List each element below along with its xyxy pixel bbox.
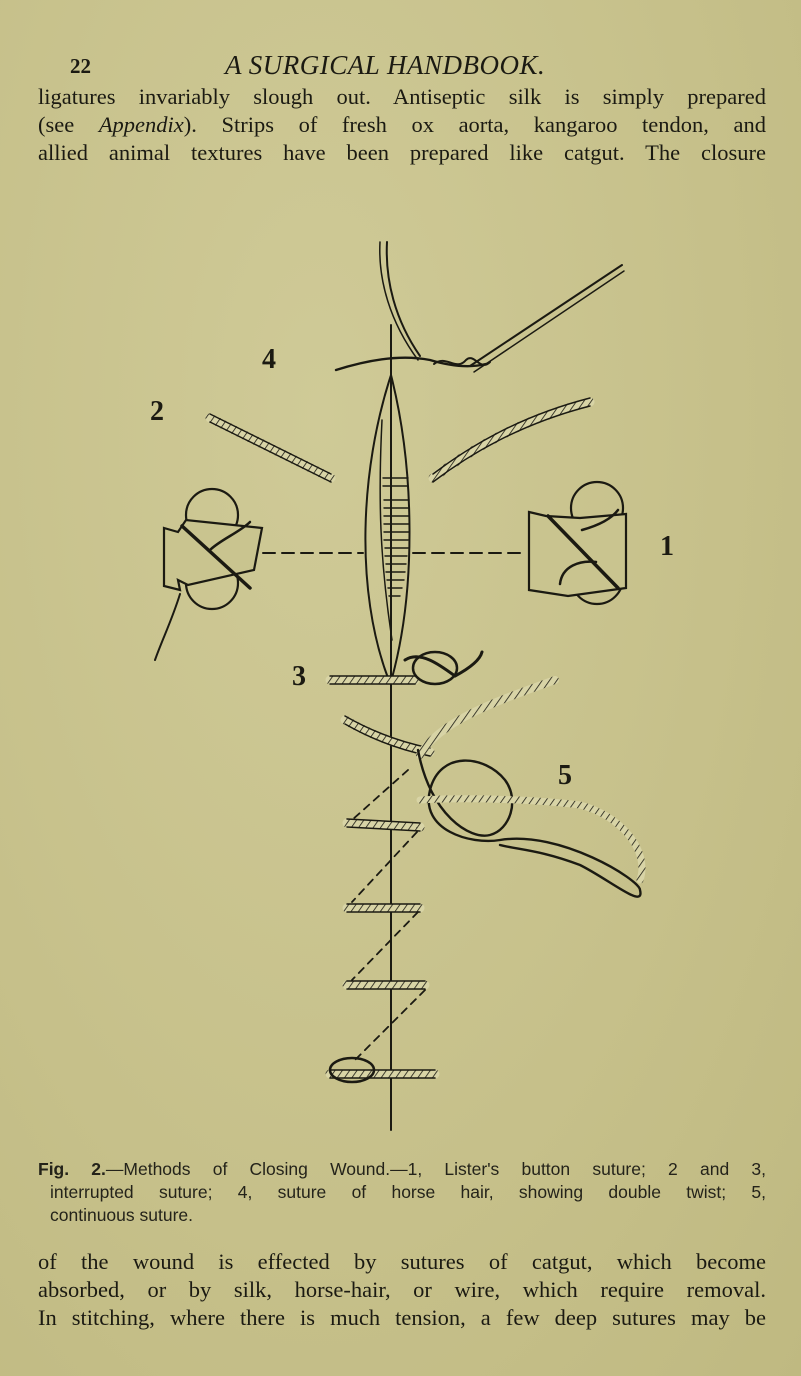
caption-line: continuous suture.: [50, 1205, 194, 1225]
text-line: (see Appendix). Strips of fresh ox aorta…: [38, 112, 766, 137]
text-line: of the wound is effected by sutures of c…: [38, 1249, 766, 1274]
figure-number: Fig. 2.: [38, 1159, 106, 1179]
figure-caption: Fig. 2.—Methods of Closing Wound.—1, Lis…: [38, 1158, 766, 1227]
paragraph-bottom: of the wound is effected by sutures of c…: [38, 1248, 766, 1332]
figure-label-1: 1: [660, 531, 674, 562]
appendix-reference: Appendix: [98, 112, 184, 137]
running-head: 22 A SURGICAL HANDBOOK.: [70, 50, 710, 80]
caption-line: Fig. 2.—Methods of Closing Wound.—1, Lis…: [38, 1159, 766, 1179]
text-line: absorbed, or by silk, horse-hair, or wir…: [38, 1277, 766, 1302]
text-line: ligatures invariably slough out. Antisep…: [38, 84, 766, 109]
running-title: A SURGICAL HANDBOOK.: [225, 50, 546, 80]
figure-label-3: 3: [292, 661, 306, 692]
page-number: 22: [70, 54, 91, 78]
figure-label-2: 2: [150, 396, 164, 427]
paragraph-top: ligatures invariably slough out. Antisep…: [38, 83, 766, 167]
figure-label-5: 5: [558, 760, 572, 791]
caption-line: interrupted suture; 4, suture of horse h…: [50, 1182, 766, 1202]
text-line: allied animal textures have been prepare…: [38, 140, 766, 165]
figure-label-4: 4: [262, 344, 276, 375]
text-line: In stitching, where there is much tensio…: [38, 1305, 766, 1330]
